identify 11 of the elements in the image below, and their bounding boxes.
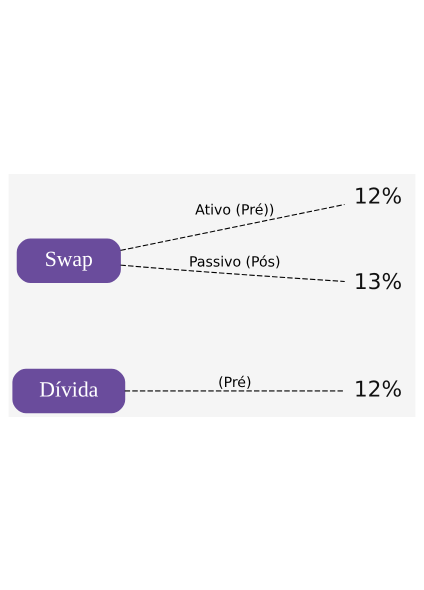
node-text: 12%	[354, 376, 402, 402]
connector	[124, 390, 345, 391]
edge-label: (Pré)	[218, 374, 252, 391]
connector	[120, 264, 345, 282]
node-text: 12%	[354, 184, 402, 209]
connector	[120, 203, 345, 250]
edge-label: Passivo (Pós)	[189, 254, 281, 270]
node-text: 13%	[354, 269, 402, 294]
node-box: Swap	[16, 238, 121, 283]
edge-label: Ativo (Pré))	[195, 202, 274, 218]
node-box: Dívida	[12, 368, 126, 413]
